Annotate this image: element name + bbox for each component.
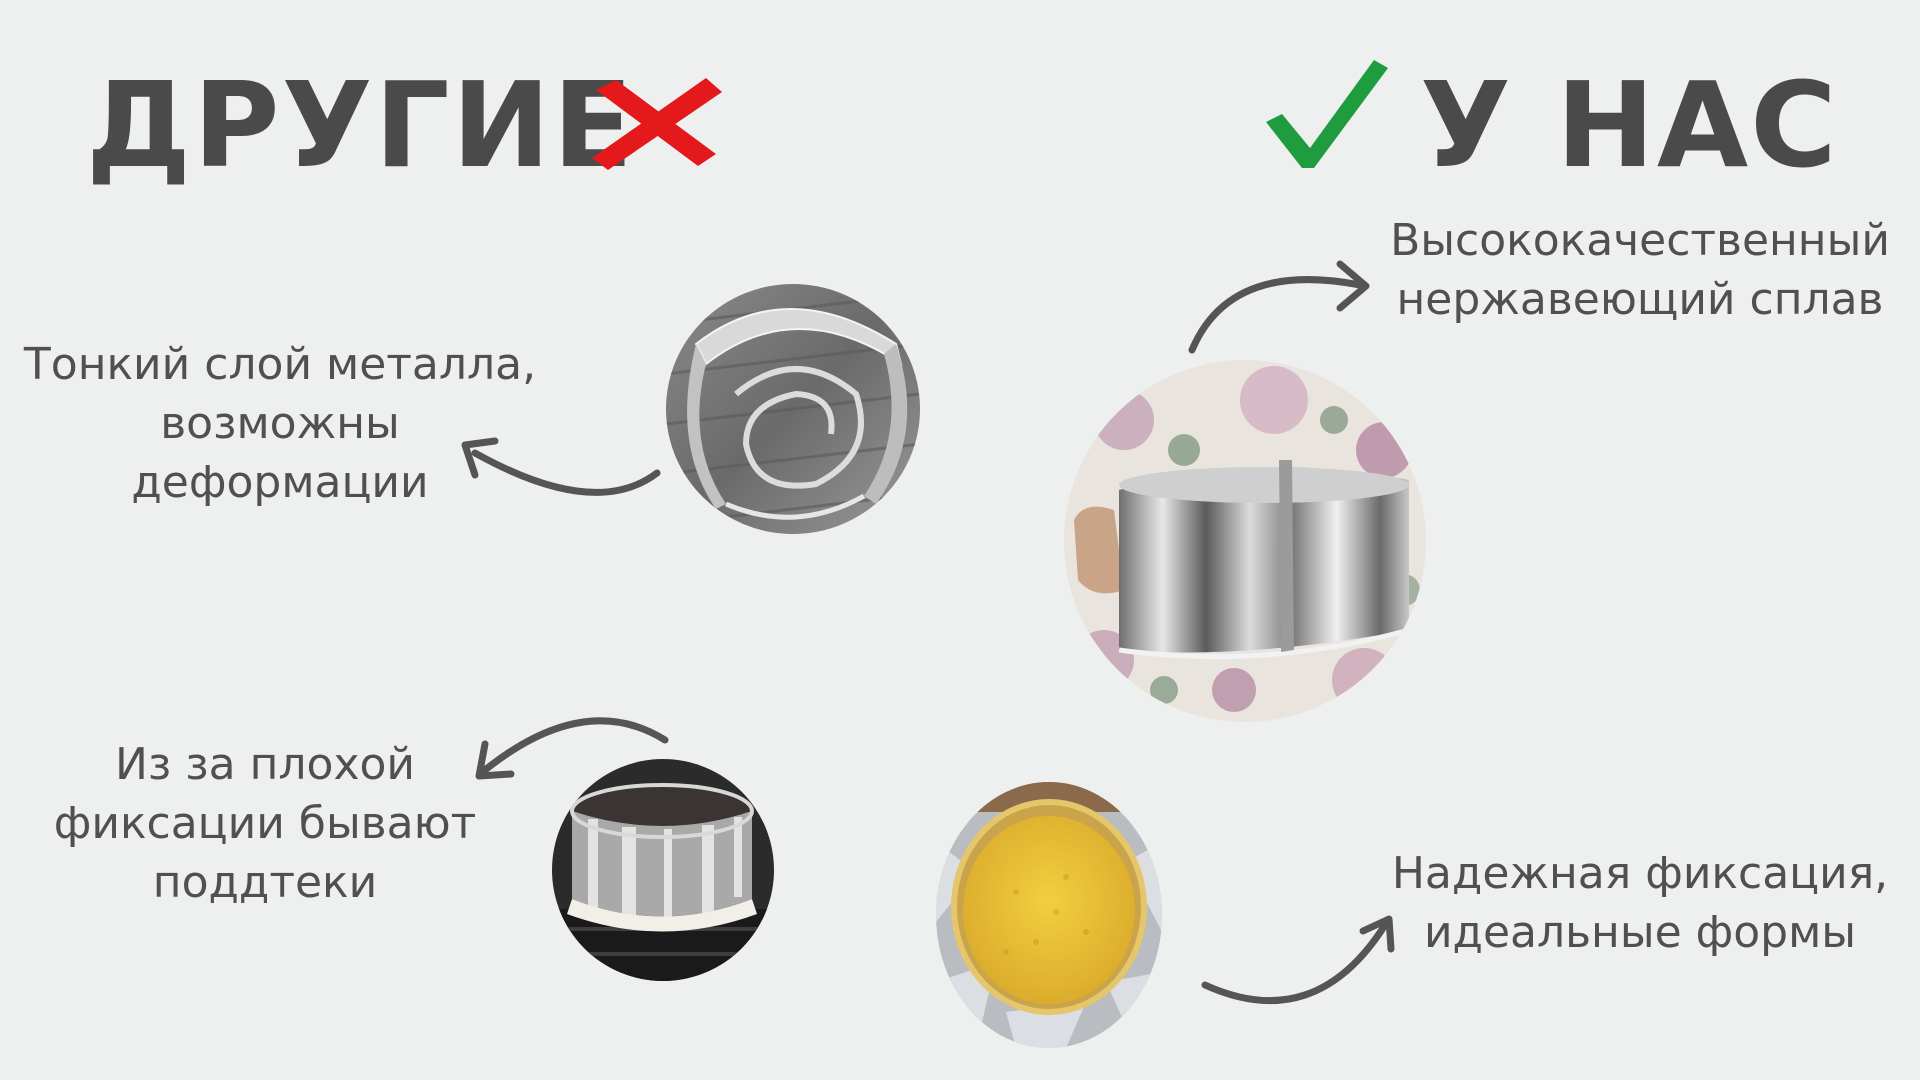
caption-line: фиксации бывают (53, 798, 477, 849)
caption-line: Тонкий слой металла, (23, 339, 537, 390)
arrow-to-thin-metal-caption (461, 437, 661, 496)
heading-ours: У НАС (1420, 56, 1839, 194)
caption-leaks: Из за плохой фиксации бывают поддтеки (30, 735, 500, 912)
caption-thin-metal: Тонкий слой металла, возможны деформации (10, 335, 550, 512)
arrow-to-fixation-caption (1201, 915, 1395, 1005)
checkmark-icon (1266, 60, 1388, 168)
caption-line: Надежная фиксация, (1391, 848, 1889, 899)
arrow-to-leaks-caption (475, 717, 669, 780)
cross-icon (592, 78, 722, 170)
photo-thin-metal-ring (666, 284, 920, 534)
photo-leaking-ring (552, 759, 774, 981)
caption-line: поддтеки (152, 857, 378, 908)
caption-line: Из за плохой (114, 739, 415, 790)
arrow-to-quality-caption (1188, 260, 1370, 354)
caption-quality-alloy: Высококачественный нержавеющий сплав (1370, 211, 1910, 329)
caption-line: возможны (160, 398, 400, 449)
photo-stainless-ring (1064, 360, 1426, 722)
caption-line: нержавеющий сплав (1396, 274, 1884, 325)
caption-line: деформации (131, 457, 429, 508)
photo-cake-in-ring (936, 782, 1162, 1048)
caption-line: идеальные формы (1423, 907, 1857, 958)
heading-others: ДРУГИЕ (86, 56, 636, 194)
caption-line: Высококачественный (1390, 215, 1890, 266)
caption-secure-fixation: Надежная фиксация, идеальные формы (1380, 844, 1900, 962)
